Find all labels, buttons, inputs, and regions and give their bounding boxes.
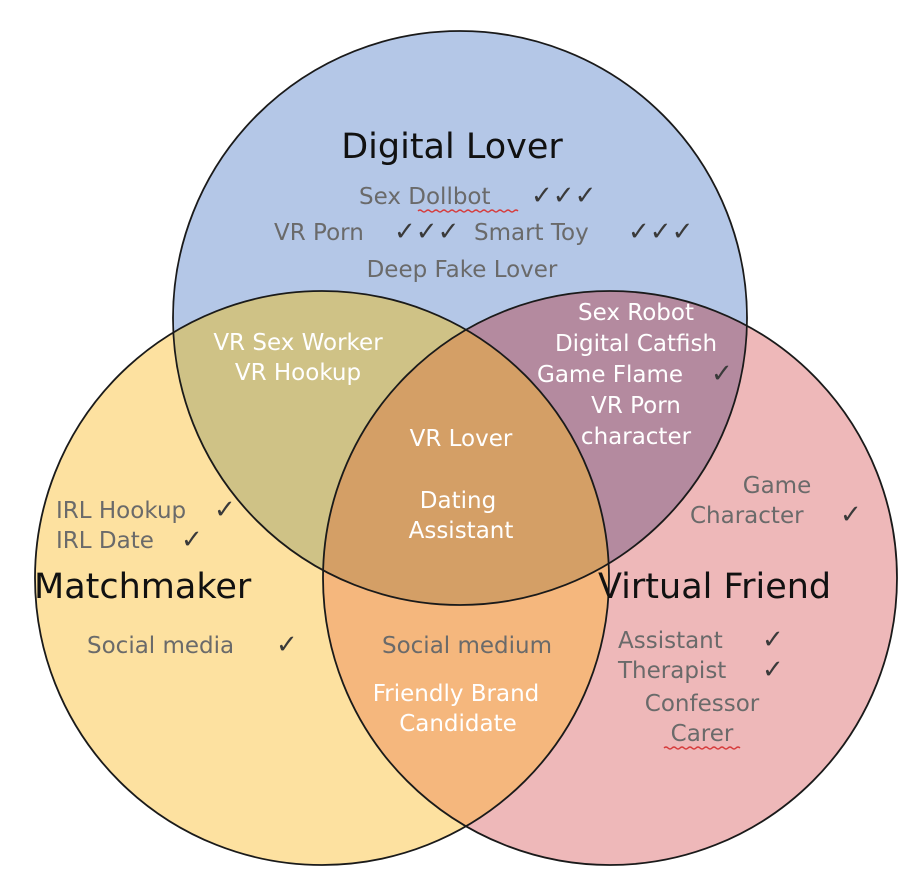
digital-lover-title: Digital Lover xyxy=(341,127,563,167)
check-marks-sex-dollbot: ✓✓✓ xyxy=(531,181,596,211)
item-therapist: Therapist xyxy=(617,658,726,684)
digital-lover-outline xyxy=(172,30,748,606)
item-sex-robot: Sex Robot xyxy=(578,300,694,326)
check-mark-assistant: ✓ xyxy=(762,625,784,655)
item-vr-porn-character-2: character xyxy=(581,424,692,450)
matchmaker-outline xyxy=(34,290,610,866)
check-mark-irl-date: ✓ xyxy=(181,525,203,555)
check-mark-therapist: ✓ xyxy=(762,655,784,685)
check-marks-smart-toy: ✓✓✓ xyxy=(628,217,693,247)
item-candidate: Candidate xyxy=(399,711,517,737)
item-dating-assistant-2: Assistant xyxy=(409,518,514,544)
spellcheck-underline-carer xyxy=(663,746,741,750)
item-confessor: Confessor xyxy=(645,691,760,717)
item-vr-sex-worker: VR Sex Worker xyxy=(213,330,383,356)
item-sex-dollbot: Sex Dollbot xyxy=(359,184,491,210)
check-mark-game-character: ✓ xyxy=(840,500,862,530)
item-carer: Carer xyxy=(671,721,734,747)
check-mark-irl-hookup: ✓ xyxy=(214,495,236,525)
check-marks-vr-porn: ✓✓✓ xyxy=(394,217,459,247)
item-digital-catfish: Digital Catfish xyxy=(555,331,717,357)
item-character: Character xyxy=(690,503,804,529)
virtual-friend-title: Virtual Friend xyxy=(598,567,831,607)
item-game: Game xyxy=(743,473,811,499)
item-friendly-brand: Friendly Brand xyxy=(373,681,540,707)
item-dating-assistant-1: Dating xyxy=(420,488,496,514)
item-social-medium: Social medium xyxy=(382,633,552,659)
item-game-flame: Game Flame xyxy=(537,362,683,388)
matchmaker-title: Matchmaker xyxy=(34,567,252,607)
item-irl-date: IRL Date xyxy=(56,528,154,554)
overlap-center xyxy=(323,291,609,605)
item-social-media: Social media xyxy=(87,633,234,659)
virtual-friend-outline xyxy=(322,290,898,866)
spellcheck-underline-dollbot xyxy=(417,209,519,213)
item-smart-toy: Smart Toy xyxy=(474,220,589,246)
item-vr-lover: VR Lover xyxy=(410,426,513,452)
item-assistant: Assistant xyxy=(618,628,723,654)
check-mark-social-media: ✓ xyxy=(276,630,298,660)
check-mark-game-flame: ✓ xyxy=(711,359,733,389)
item-vr-porn: VR Porn xyxy=(274,220,364,246)
item-vr-hookup: VR Hookup xyxy=(235,360,361,386)
item-deep-fake-lover: Deep Fake Lover xyxy=(367,257,558,283)
item-irl-hookup: IRL Hookup xyxy=(56,498,186,524)
item-vr-porn-character-1: VR Porn xyxy=(591,393,681,419)
